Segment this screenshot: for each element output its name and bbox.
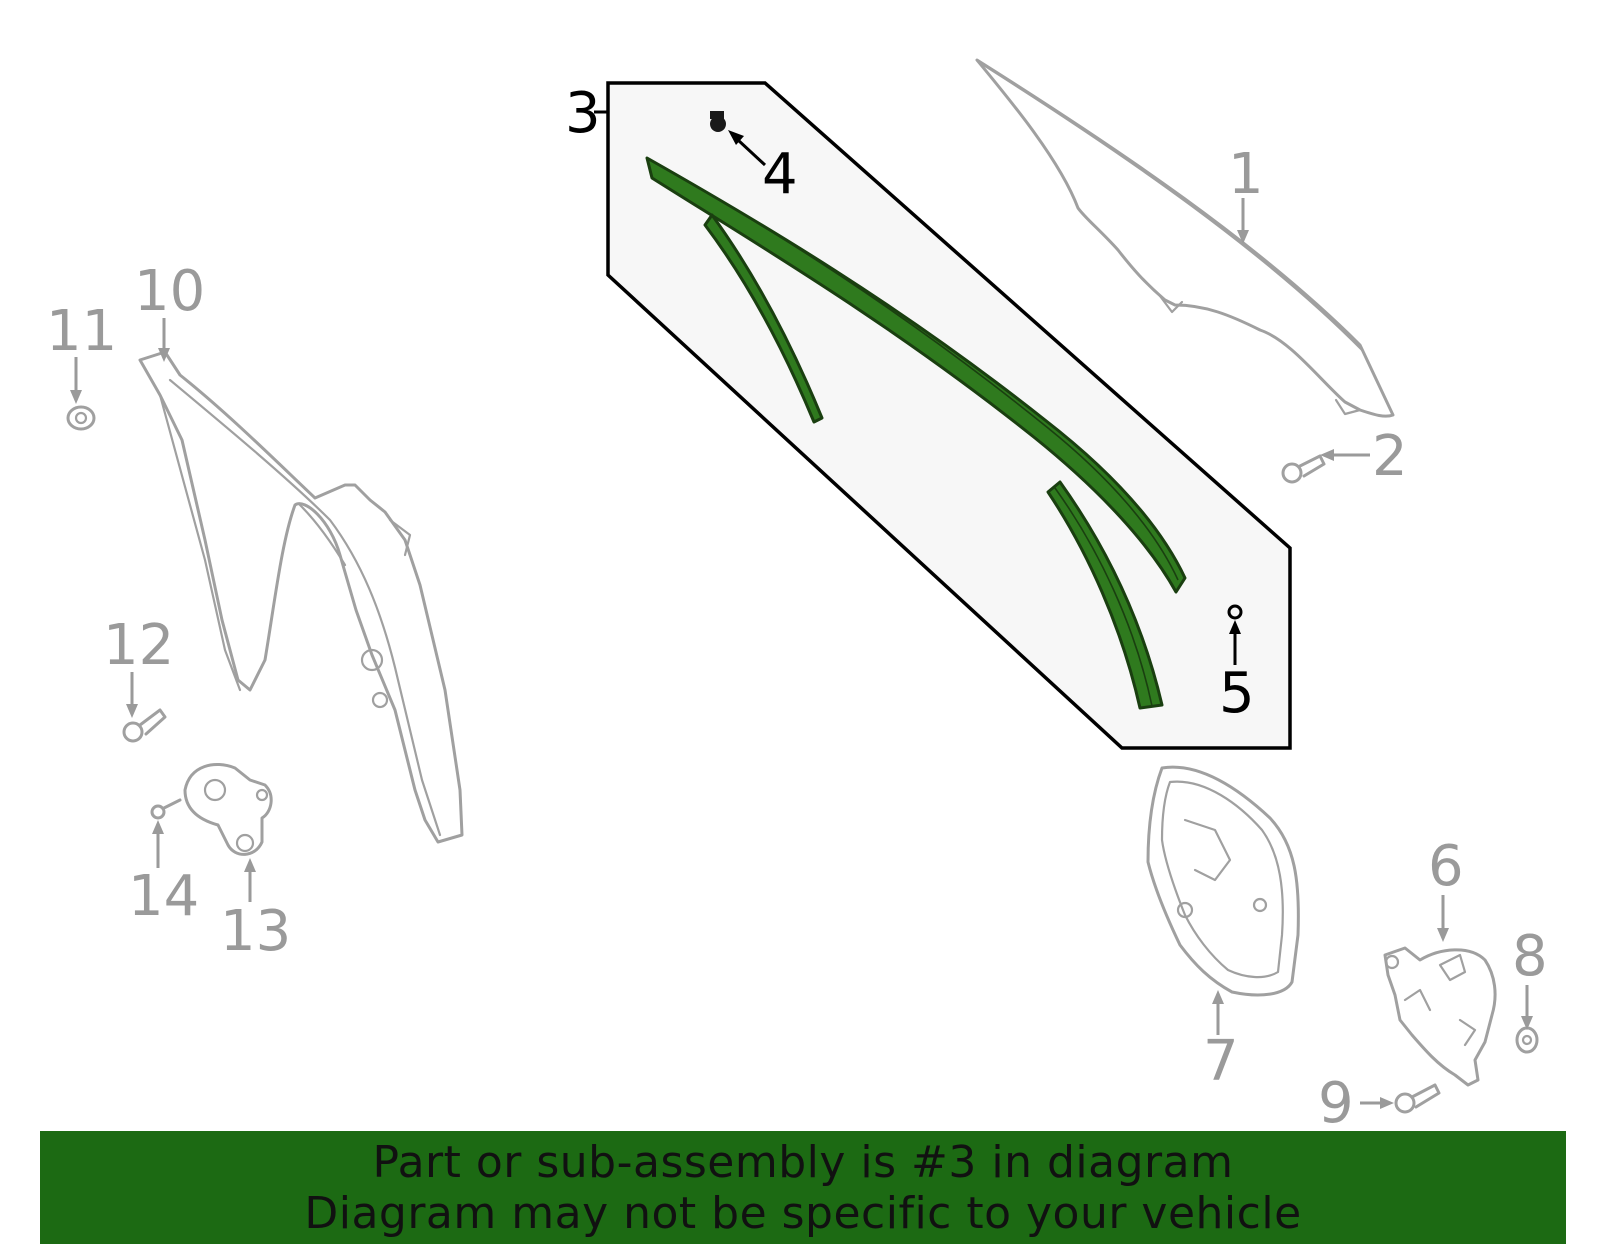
- callout-3: 3: [565, 81, 601, 146]
- part-7-panel: [1146, 765, 1300, 997]
- part-3-inset-box: [606, 81, 1292, 750]
- part-13-bracket: [183, 763, 273, 856]
- callout-14: 14: [128, 864, 199, 929]
- callout-9: 9: [1318, 1071, 1354, 1136]
- part-12-bolt: [122, 708, 167, 743]
- callout-5: 5: [1219, 661, 1255, 726]
- part-2-bolt: [1281, 454, 1326, 484]
- part-6-lock-module: [1383, 946, 1497, 1087]
- banner-line-1: Part or sub-assembly is #3 in diagram: [372, 1136, 1234, 1188]
- callout-4: 4: [762, 142, 798, 207]
- highlight-notice-banner: Part or sub-assembly is #3 in diagram Di…: [40, 1131, 1566, 1244]
- part-5-grommet: [1227, 604, 1243, 620]
- callout-10: 10: [134, 259, 205, 324]
- callout-11: 11: [46, 299, 117, 364]
- part-10-window-regulator: [138, 350, 464, 844]
- part-1-door-glass: [975, 58, 1395, 418]
- part-14-pin: [150, 798, 182, 820]
- callout-7: 7: [1203, 1029, 1239, 1094]
- callout-2: 2: [1372, 424, 1408, 489]
- part-8-nut: [1515, 1026, 1539, 1054]
- callout-8: 8: [1512, 924, 1548, 989]
- callout-12: 12: [103, 613, 174, 678]
- part-9-screw: [1394, 1083, 1441, 1114]
- part-11-nut: [66, 405, 96, 431]
- part-3-run-channel[interactable]: [645, 156, 1187, 710]
- part-4-clip: [710, 111, 726, 132]
- callout-13: 13: [220, 899, 291, 964]
- banner-line-2: Diagram may not be specific to your vehi…: [304, 1187, 1302, 1239]
- callout-1: 1: [1228, 142, 1264, 207]
- callout-6: 6: [1428, 834, 1464, 899]
